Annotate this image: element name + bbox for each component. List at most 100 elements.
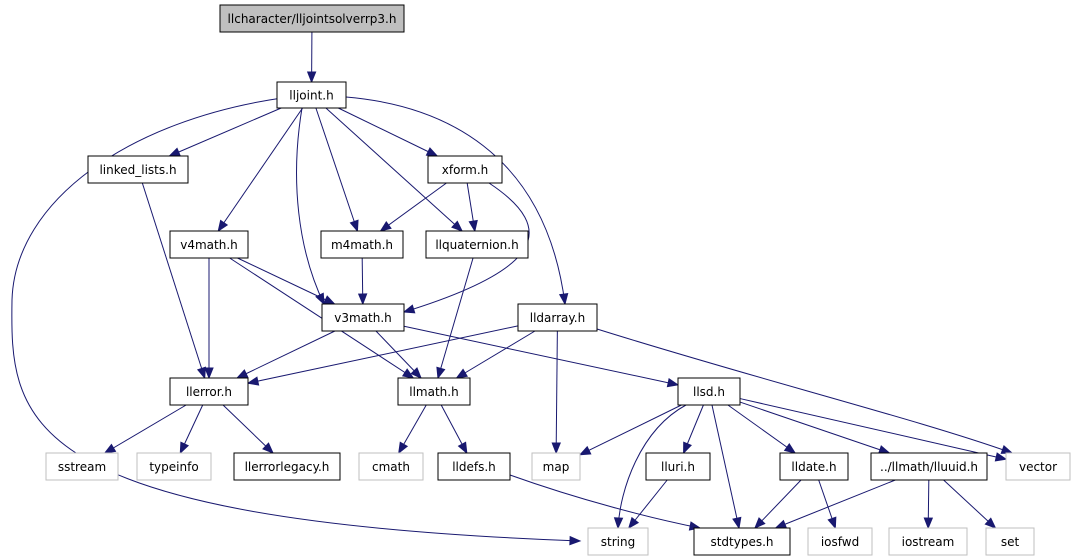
- edge-llerror-to-llerrorlegacy-arrowhead: [262, 442, 274, 454]
- node-vector: vector: [1005, 452, 1071, 481]
- node-quat[interactable]: llquaternion.h: [425, 230, 529, 259]
- node-label-llerror: llerror.h: [186, 385, 232, 399]
- node-label-llsd: llsd.h: [693, 385, 725, 399]
- node-label-v3: v3math.h: [334, 311, 392, 325]
- edge-lldefs-to-stdtypes: [509, 474, 701, 529]
- edges-layer: [11, 31, 1014, 546]
- node-box-llmath: [397, 377, 471, 406]
- node-label-lldate: lldate.h: [791, 460, 836, 474]
- node-lluuid[interactable]: ../llmath/lluuid.h: [870, 452, 988, 481]
- node-label-iosfwd: iosfwd: [821, 535, 859, 549]
- edge-lldarray-to-llmath-arrowhead: [455, 368, 468, 379]
- edge-llsd-to-vector-arrowhead: [994, 452, 1008, 462]
- edge-linked-to-llerror: [141, 182, 206, 379]
- node-m4[interactable]: m4math.h: [320, 230, 404, 259]
- node-lljoint[interactable]: lljoint.h: [276, 81, 347, 109]
- edge-llsd-to-map: [579, 404, 682, 456]
- edge-lluuid-to-iostream-arrowhead: [923, 517, 934, 530]
- edge-lljoint-to-v4-arrowhead: [217, 219, 229, 233]
- edge-llsd-to-vector: [739, 398, 1007, 460]
- node-cmath: cmath: [358, 452, 424, 481]
- node-lldefs[interactable]: lldefs.h: [437, 452, 511, 481]
- edge-lluri-to-string-arrowhead: [627, 516, 640, 530]
- edge-llsd-to-lluri-arrowhead: [683, 441, 692, 455]
- node-box-lldate: [779, 452, 849, 481]
- node-box-lljoint: [276, 81, 347, 109]
- node-box-sstream: [45, 452, 119, 481]
- node-label-root: llcharacter/lljointsolverrp3.h: [228, 12, 397, 26]
- edge-v4-to-v3: [237, 257, 335, 305]
- node-lldate[interactable]: lldate.h: [779, 452, 849, 481]
- edge-lljoint-to-v3: [296, 107, 325, 305]
- edge-lljoint-to-m4-arrowhead: [349, 219, 359, 233]
- edge-lljoint-to-linked-arrowhead: [168, 147, 181, 157]
- node-stdtypes[interactable]: stdtypes.h: [693, 527, 791, 556]
- edge-llsd-to-lluuid: [739, 401, 890, 454]
- node-label-lljoint: lljoint.h: [289, 89, 333, 103]
- edge-xform-to-quat-arrowhead: [468, 219, 478, 233]
- edge-lljoint-to-linked: [169, 107, 282, 157]
- edge-llsd-to-lldate-arrowhead: [783, 443, 797, 454]
- node-box-stdtypes: [693, 527, 791, 556]
- node-label-linked: linked_lists.h: [99, 163, 176, 177]
- node-label-vector: vector: [1019, 460, 1057, 474]
- node-box-xform: [427, 155, 503, 184]
- edge-lljoint-to-quat: [325, 107, 463, 232]
- node-llsd[interactable]: llsd.h: [677, 377, 741, 406]
- node-root[interactable]: llcharacter/lljointsolverrp3.h: [219, 4, 405, 33]
- edge-llsd-to-map-arrowhead: [578, 445, 592, 456]
- node-v4[interactable]: v4math.h: [169, 230, 249, 259]
- node-box-llerrorlegacy: [233, 452, 341, 481]
- edge-lljoint-to-v4: [217, 107, 303, 232]
- node-map: map: [531, 452, 581, 481]
- edge-v3-to-llerror-arrowhead: [235, 369, 249, 379]
- edge-lldarray-to-vector: [596, 328, 1013, 454]
- edge-v3-to-llmath: [375, 330, 422, 379]
- node-v3[interactable]: v3math.h: [321, 303, 405, 332]
- node-llmath[interactable]: llmath.h: [397, 377, 471, 406]
- node-label-lluri: lluri.h: [661, 460, 695, 474]
- edge-root-to-lljoint-arrowhead: [306, 71, 317, 84]
- edge-lljoint-to-string-arrowhead: [569, 535, 582, 546]
- node-box-v4: [169, 230, 249, 259]
- edge-linked-to-llerror-arrowhead: [196, 366, 206, 380]
- node-box-root: [219, 4, 405, 33]
- edge-llsd-to-string: [617, 404, 687, 529]
- edge-lluuid-to-stdtypes: [775, 479, 896, 529]
- edge-quat-to-llmath: [437, 257, 474, 379]
- edge-lljoint-to-m4: [315, 107, 358, 232]
- edge-lljoint-to-lldarray: [345, 96, 566, 305]
- node-box-iosfwd: [807, 527, 873, 556]
- node-set: set: [985, 527, 1035, 556]
- node-lluri[interactable]: lluri.h: [645, 452, 711, 481]
- node-sstream: sstream: [45, 452, 119, 481]
- edge-lljoint-to-string: [11, 97, 581, 542]
- node-lldarray[interactable]: lldarray.h: [517, 303, 598, 332]
- node-box-v3: [321, 303, 405, 332]
- node-box-set: [985, 527, 1035, 556]
- edge-v4-to-v3-arrowhead: [323, 295, 336, 305]
- node-llerrorlegacy[interactable]: llerrorlegacy.h: [233, 452, 341, 481]
- edge-lljoint-to-quat-arrowhead: [451, 220, 464, 232]
- edge-v4-to-llerror-arrowhead: [204, 367, 214, 380]
- node-xform[interactable]: xform.h: [427, 155, 503, 184]
- node-box-map: [531, 452, 581, 481]
- node-box-lluri: [645, 452, 711, 481]
- edge-llsd-to-string-arrowhead: [613, 517, 624, 530]
- edge-quat-to-llmath-arrowhead: [436, 366, 446, 380]
- node-box-m4: [320, 230, 404, 259]
- node-linked[interactable]: linked_lists.h: [87, 155, 189, 184]
- node-typeinfo: typeinfo: [136, 452, 212, 481]
- node-label-typeinfo: typeinfo: [149, 460, 198, 474]
- edge-llerror-to-typeinfo-arrowhead: [179, 441, 190, 455]
- node-label-xform: xform.h: [442, 163, 489, 177]
- node-box-linked: [87, 155, 189, 184]
- node-box-typeinfo: [136, 452, 212, 481]
- edge-llsd-to-lluuid-arrowhead: [877, 445, 891, 455]
- edge-lldate-to-stdtypes-arrowhead: [754, 517, 766, 529]
- node-llerror[interactable]: llerror.h: [169, 377, 249, 406]
- edge-lldarray-to-llerror: [247, 325, 519, 384]
- edge-lluuid-to-set: [943, 479, 996, 529]
- node-label-string: string: [601, 535, 635, 549]
